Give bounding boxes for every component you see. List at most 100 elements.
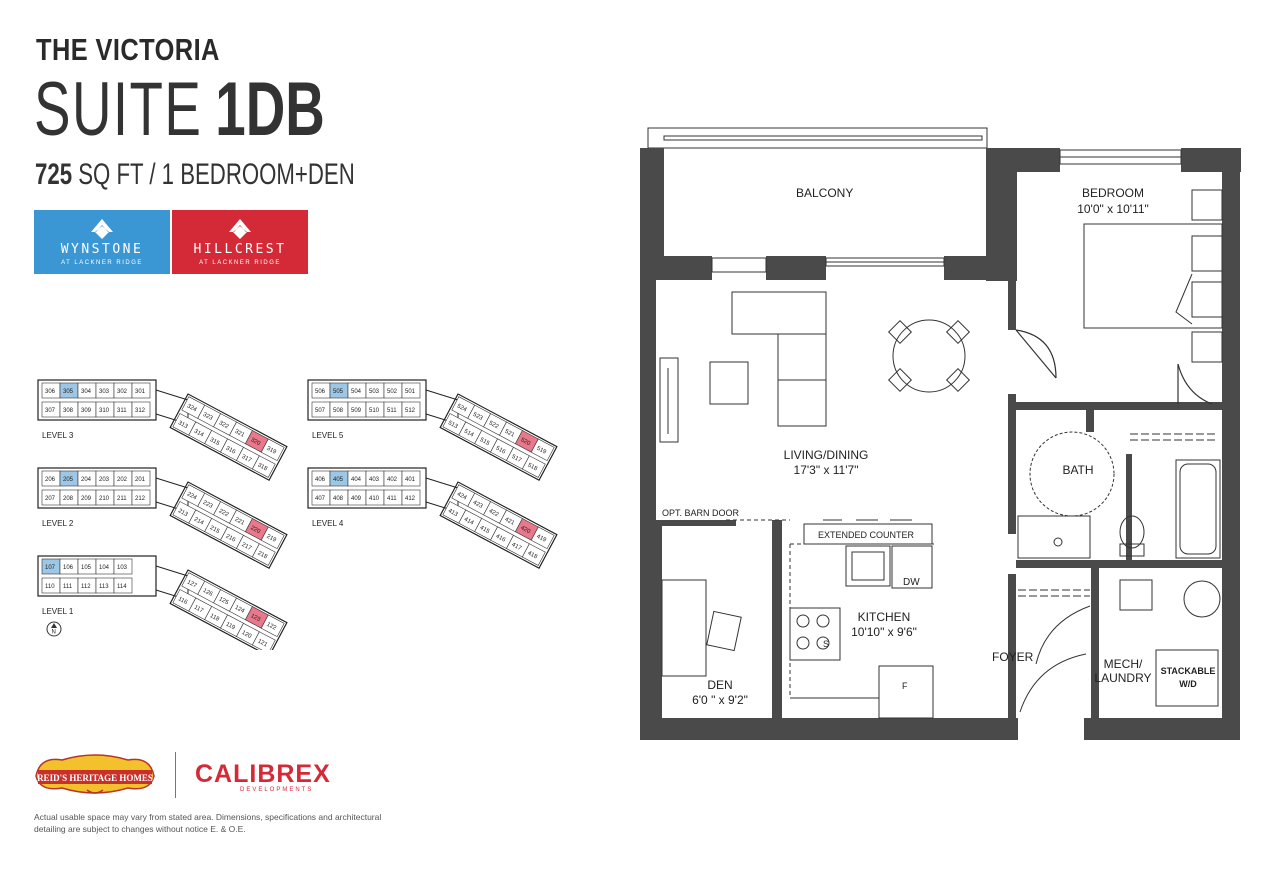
svg-text:313: 313: [177, 420, 189, 430]
keyplan-unit-number: 212: [135, 496, 146, 502]
svg-text:414: 414: [463, 517, 475, 527]
keyplan-unit-number: 206: [45, 477, 56, 483]
svg-text:215: 215: [209, 525, 221, 535]
keyplan-unit-number: 409: [351, 496, 362, 502]
svg-text:320: 320: [249, 437, 261, 447]
keyplan-level-label: LEVEL 4: [312, 519, 344, 528]
svg-text:119: 119: [225, 622, 237, 632]
svg-text:319: 319: [265, 446, 277, 456]
svg-text:316: 316: [225, 446, 237, 456]
keyplan-unit-number: 307: [45, 408, 56, 414]
keyplan-unit-number: 407: [315, 496, 326, 502]
den-label: DEN: [707, 678, 733, 692]
exterior-walls: [640, 148, 1241, 740]
svg-text:513: 513: [447, 420, 459, 430]
svg-text:120: 120: [240, 630, 252, 640]
keyplan-unit-number: 301: [135, 389, 146, 395]
keyplan-unit-number: 510: [369, 408, 380, 414]
keyplan-unit-number: 501: [405, 389, 416, 395]
keyplan-unit-number: 104: [99, 565, 110, 571]
bed: [1083, 189, 1223, 363]
keyplan-unit-number: 403: [369, 477, 380, 483]
keyplan-unit: [131, 489, 151, 506]
keyplan-unit-number: 210: [99, 496, 110, 502]
keyplan-unit-number: 508: [333, 408, 344, 414]
svg-text:420: 420: [519, 525, 531, 535]
keyplan-unit-number: 106: [63, 565, 74, 571]
svg-text:222: 222: [218, 508, 230, 518]
mech-label: MECH/: [1103, 657, 1143, 671]
hillcrest-mark-icon: [229, 219, 251, 239]
keyplan-unit-number: 511: [387, 408, 397, 414]
keyplan-unit-number: 405: [333, 477, 344, 483]
fridge-label: F: [902, 681, 908, 691]
keyplan-unit-number: 308: [63, 408, 74, 414]
svg-text:518: 518: [526, 462, 538, 472]
interior-walls: [656, 172, 1222, 724]
keyplan-unit-number: 503: [369, 389, 380, 395]
svg-text:213: 213: [177, 508, 189, 518]
svg-text:514: 514: [463, 429, 475, 439]
keyplan-unit-number: 112: [81, 584, 91, 590]
reids-heritage-homes-logo: REID'S HERITAGE HOMES: [32, 752, 158, 805]
keyplan-unit: [401, 489, 421, 506]
north-label: N: [52, 630, 56, 636]
svg-text:522: 522: [488, 420, 500, 430]
den-desk: [661, 579, 742, 677]
suite-prefix: SUITE: [34, 67, 203, 152]
stove-label: S: [823, 639, 830, 649]
svg-text:125: 125: [218, 596, 230, 606]
svg-text:122: 122: [265, 622, 277, 632]
keyplan-unit-number: 114: [117, 584, 127, 590]
keyplan-level-label: LEVEL 1: [42, 607, 74, 616]
svg-text:424: 424: [456, 491, 468, 501]
svg-text:314: 314: [193, 429, 205, 439]
svg-text:214: 214: [193, 517, 205, 527]
svg-text:418: 418: [526, 550, 538, 560]
keyplan-unit-number: 304: [81, 389, 92, 395]
keyplan-unit-number: 107: [45, 565, 56, 571]
svg-text:516: 516: [495, 446, 507, 456]
keyplan-unit: [401, 470, 421, 487]
svg-text:515: 515: [479, 437, 491, 447]
keyplan-unit: [113, 558, 133, 575]
keyplan-unit-number: 509: [351, 408, 362, 414]
svg-text:419: 419: [535, 534, 547, 544]
keyplan-unit-number: 204: [81, 477, 92, 483]
svg-text:413: 413: [447, 508, 459, 518]
extended-counter-label: EXTENDED COUNTER: [818, 530, 915, 540]
laundry-label: LAUNDRY: [1094, 671, 1152, 685]
keyplan-unit-number: 201: [135, 477, 146, 483]
svg-text:521: 521: [504, 429, 516, 439]
svg-text:423: 423: [472, 500, 484, 510]
svg-text:221: 221: [234, 517, 246, 527]
sqft-description: SQ FT / 1 BEDROOM+DEN: [72, 158, 355, 191]
suite-code: 1DB: [215, 67, 325, 152]
svg-text:322: 322: [218, 420, 230, 430]
svg-text:524: 524: [456, 403, 468, 413]
foyer-label: FOYER: [992, 650, 1034, 664]
keyplan-unit-number: 412: [405, 496, 416, 502]
svg-text:523: 523: [472, 412, 484, 422]
keyplan-unit: [401, 382, 421, 399]
svg-text:323: 323: [202, 412, 214, 422]
keyplan-unit-number: 311: [117, 408, 127, 414]
sqft-value: 725: [35, 158, 73, 191]
keyplan-unit: [401, 401, 421, 418]
svg-text:519: 519: [535, 446, 547, 456]
keyplan-unit-number: 404: [351, 477, 362, 483]
calibrex-logo: CALIBREX: [195, 760, 331, 788]
suite-specs: 725 SQ FT / 1 BEDROOM+DEN: [35, 158, 355, 192]
svg-text:216: 216: [225, 534, 237, 544]
washer-dryer-label: W/D: [1179, 679, 1197, 689]
keyplan-unit-number: 113: [99, 584, 109, 590]
keyplan-unit-number: 504: [351, 389, 362, 395]
svg-text:217: 217: [240, 542, 252, 552]
